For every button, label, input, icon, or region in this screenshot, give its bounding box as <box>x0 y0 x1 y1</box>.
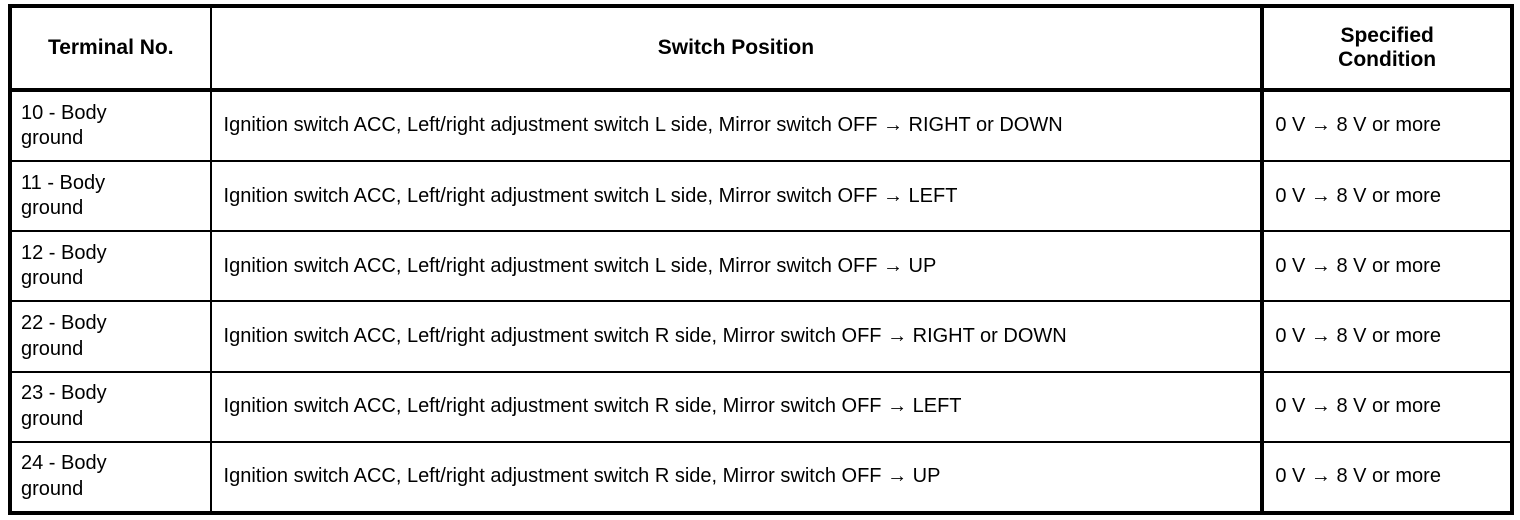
table-row: 12 - Body ground Ignition switch ACC, Le… <box>10 230 1512 302</box>
cell-switch-position: Ignition switch ACC, Left/right adjustme… <box>210 370 1265 442</box>
cell-specified-condition: 0 V → 8 V or more <box>1275 114 1441 137</box>
cell-switch-position: Ignition switch ACC, Left/right adjustme… <box>210 90 1265 162</box>
cell-terminal-no: 10 - Body ground <box>10 90 212 162</box>
cell-specified-condition: 0 V → 8 V or more <box>1262 300 1512 372</box>
table-header-row: Terminal No. Switch Position Specified C… <box>10 6 1512 92</box>
terminal-no-line2: ground <box>21 337 84 360</box>
cell-terminal-no: 24 - Body ground <box>10 440 212 513</box>
cell-specified-condition: 0 V → 8 V or more <box>1262 230 1512 302</box>
terminal-no-line1: 10 - Body <box>21 101 107 124</box>
table-header: Terminal No. Switch Position Specified C… <box>10 6 1512 92</box>
cell-terminal-no: 23 - Body ground <box>10 370 212 442</box>
cell-specified-condition: 0 V → 8 V or more <box>1262 370 1512 442</box>
column-header-switch-position: Switch Position <box>210 6 1265 92</box>
table-row: 22 - Body ground Ignition switch ACC, Le… <box>10 300 1512 372</box>
table-row: 24 - Body ground Ignition switch ACC, Le… <box>10 440 1512 513</box>
terminal-no-line1: 24 - Body <box>21 452 107 475</box>
terminal-no-line2: ground <box>21 127 84 150</box>
table-row: 23 - Body ground Ignition switch ACC, Le… <box>10 370 1512 442</box>
terminal-no-line2: ground <box>21 477 84 500</box>
column-header-specified-condition-line1: Specified <box>1340 23 1434 47</box>
table-row: 11 - Body ground Ignition switch ACC, Le… <box>10 160 1512 232</box>
cell-specified-condition: 0 V → 8 V or more <box>1262 440 1512 513</box>
table-row: 10 - Body ground Ignition switch ACC, Le… <box>10 90 1512 162</box>
cell-switch-position: Ignition switch ACC, Left/right adjustme… <box>210 300 1265 372</box>
column-header-terminal-no: Terminal No. <box>10 6 212 92</box>
terminal-no-line2: ground <box>21 197 84 220</box>
terminal-no-line1: 22 - Body <box>21 311 107 334</box>
column-header-specified-condition: Specified Condition <box>1262 6 1512 92</box>
terminal-no-line2: ground <box>21 407 84 430</box>
terminal-no-line1: 11 - Body <box>21 171 106 194</box>
cell-switch-position: Ignition switch ACC, Left/right adjustme… <box>210 230 1265 302</box>
cell-terminal-no: 22 - Body ground <box>10 300 212 372</box>
cell-switch-position: Ignition switch ACC, Left/right adjustme… <box>210 160 1265 232</box>
cell-switch-position: Ignition switch ACC, Left/right adjustme… <box>210 440 1265 513</box>
terminal-no-line2: ground <box>21 267 84 290</box>
terminal-no-line1: 12 - Body <box>21 241 107 264</box>
terminal-specification-table: Terminal No. Switch Position Specified C… <box>8 4 1514 515</box>
cell-terminal-no: 12 - Body ground <box>10 230 212 302</box>
cell-terminal-no: 11 - Body ground <box>10 160 212 232</box>
column-header-specified-condition-line2: Condition <box>1338 48 1437 71</box>
terminal-no-line1: 23 - Body <box>21 382 107 405</box>
table-body: 10 - Body ground Ignition switch ACC, Le… <box>10 90 1512 513</box>
cell-specified-condition: 0 V → 8 V or more <box>1262 160 1512 232</box>
